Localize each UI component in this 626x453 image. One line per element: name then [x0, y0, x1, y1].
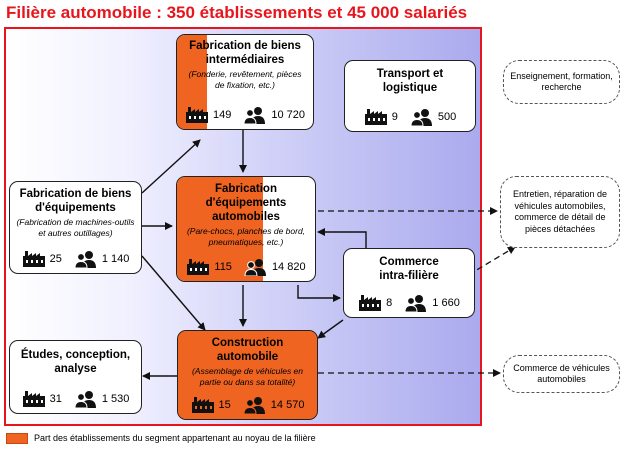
- people-icon: [410, 108, 434, 126]
- arrow-equip-to-intermediaires: [141, 139, 201, 194]
- external-commerce-vehicules: Commerce de véhicules automobiles: [503, 355, 620, 393]
- box-title: Construction automobile: [211, 337, 284, 363]
- box-biens-equipements: Fabrication de biens d'équipements (Fabr…: [9, 181, 142, 274]
- box-title: Fabrication d'équipements automobiles: [205, 183, 287, 223]
- box-transport: Transport et logistique 9 500: [344, 60, 476, 132]
- box-commerce-intra-filiere: Commerce intra-filière 8 1 660: [343, 248, 475, 318]
- box-title: Transport et logistique: [376, 68, 444, 94]
- box-subtitle: (Pare-chocs, planches de bord, pneumatiq…: [186, 226, 306, 247]
- etablissements-count: 25: [49, 253, 62, 265]
- people-icon: [404, 294, 428, 312]
- box-stats: 15 14 570: [178, 396, 317, 414]
- factory-icon: [185, 106, 209, 124]
- salaries-count: 14 820: [271, 261, 306, 273]
- box-subtitle: (Assemblage de véhicules en partie ou da…: [191, 366, 304, 387]
- people-icon: [74, 390, 98, 408]
- people-icon: [74, 250, 98, 268]
- box-subtitle: (Fabrication de machines-outils et autre…: [16, 217, 135, 238]
- etablissements-count: 149: [212, 109, 232, 121]
- etablissements-count: 15: [218, 399, 231, 411]
- box-stats: 25 1 140: [10, 250, 141, 268]
- people-icon: [243, 106, 267, 124]
- salaries-count: 500: [437, 111, 457, 123]
- page-title: Filière automobile : 350 établissements …: [6, 3, 468, 22]
- box-title: Commerce intra-filière: [379, 256, 439, 282]
- box-title: Fabrication de biens intermédiaires: [189, 40, 301, 66]
- factory-icon: [186, 258, 210, 276]
- etablissements-count: 8: [386, 297, 393, 309]
- etablissements-count: 115: [214, 261, 232, 273]
- salaries-count: 14 570: [270, 399, 305, 411]
- box-subtitle: (Fonderie, revêtement, pièces de fixatio…: [188, 69, 302, 90]
- arrow-equip-to-construction: [141, 255, 206, 331]
- box-stats: 115 14 820: [177, 258, 315, 276]
- etablissements-count: 31: [49, 393, 62, 405]
- arrow-commerce-to-construction: [317, 319, 344, 339]
- external-enseignement: Enseignement, formation, recherche: [503, 60, 620, 104]
- salaries-count: 1 660: [432, 297, 460, 309]
- box-stats: 31 1 530: [10, 390, 141, 408]
- factory-icon: [358, 294, 382, 312]
- box-title: Fabrication de biens d'équipements: [19, 188, 132, 214]
- external-entretien: Entretien, réparation de véhicules autom…: [500, 176, 620, 248]
- factory-icon: [364, 108, 388, 126]
- box-construction-automobile: Construction automobile (Assemblage de v…: [177, 330, 318, 420]
- salaries-count: 10 720: [271, 109, 305, 121]
- factory-icon: [22, 250, 46, 268]
- etablissements-count: 9: [391, 111, 398, 123]
- box-stats: 149 10 720: [177, 106, 313, 124]
- arrow-commerce-to-equipauto: [317, 228, 367, 248]
- box-stats: 9 500: [345, 108, 475, 126]
- box-stats: 8 1 660: [344, 294, 474, 312]
- arrow-equipauto-to-commerce: [297, 285, 341, 302]
- people-icon: [244, 258, 268, 276]
- factory-icon: [191, 396, 215, 414]
- box-equipements-automobiles: Fabrication d'équipements automobiles (P…: [176, 176, 316, 282]
- legend-swatch: [6, 433, 28, 444]
- box-title: Études, conception, analyse: [20, 349, 131, 375]
- box-etudes-conception: Études, conception, analyse 31 1 530: [9, 340, 142, 414]
- legend-text: Part des établissements du segment appar…: [34, 433, 316, 443]
- people-icon: [243, 396, 267, 414]
- factory-icon: [22, 390, 46, 408]
- box-biens-intermediaires: Fabrication de biens intermédiaires (Fon…: [176, 34, 314, 130]
- salaries-count: 1 140: [101, 253, 130, 265]
- salaries-count: 1 530: [101, 393, 130, 405]
